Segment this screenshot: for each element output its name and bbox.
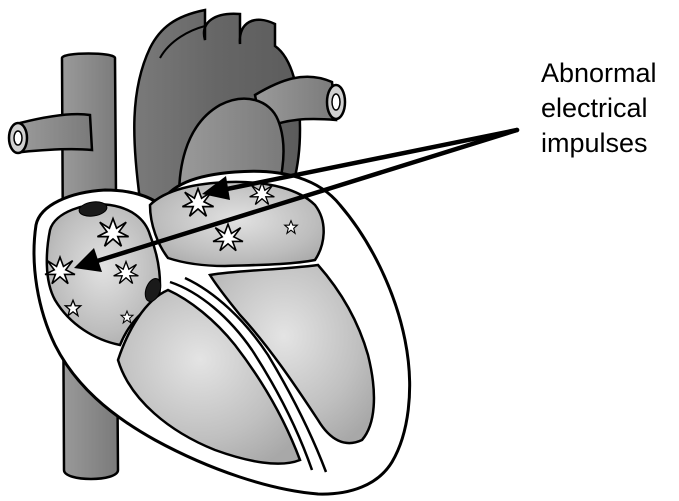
annotation-line-3: impulses — [541, 128, 648, 159]
annotation-line-1: Abnormal — [541, 58, 657, 89]
annotation-line-2: electrical — [541, 93, 648, 124]
left-pulmonary-branch — [20, 114, 92, 152]
left-atrium — [150, 182, 324, 266]
